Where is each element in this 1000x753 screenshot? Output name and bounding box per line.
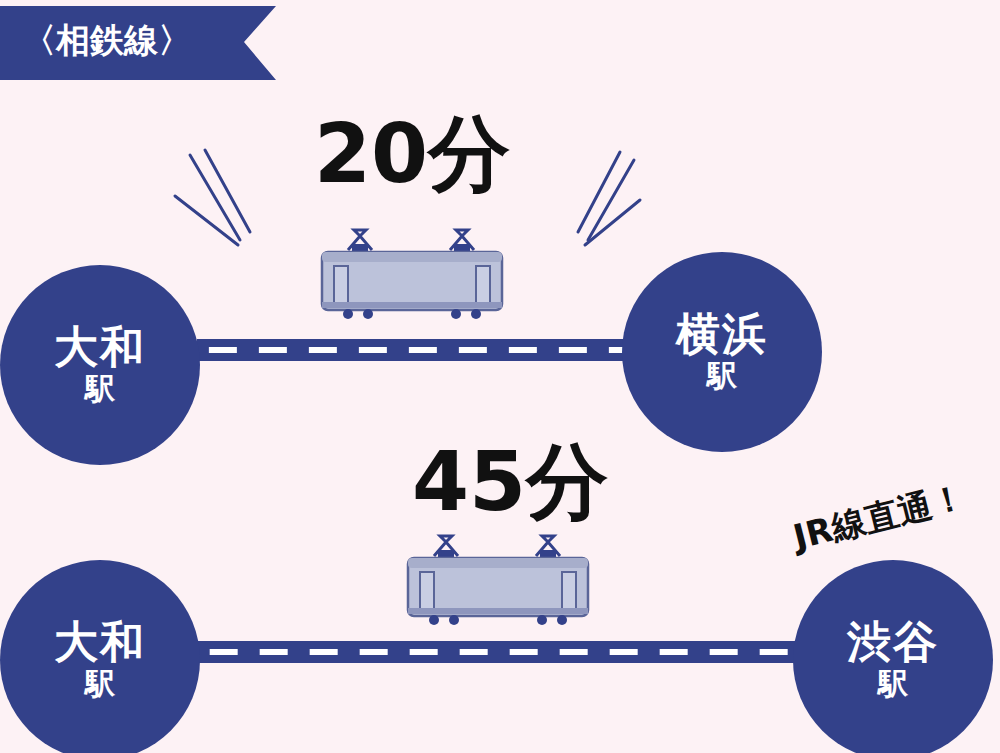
station-suffix: 駅: [85, 371, 115, 407]
track-dashes: [198, 649, 796, 655]
station-name: 横浜: [676, 310, 768, 358]
track-bed: [197, 339, 624, 361]
station-suffix: 駅: [85, 666, 115, 702]
station-circle: 渋谷駅: [793, 560, 993, 753]
title-banner: [0, 6, 276, 80]
station-circle: 大和駅: [0, 265, 200, 465]
station-circle: 横浜駅: [622, 252, 822, 452]
station-name: 渋谷: [847, 618, 939, 666]
station-name: 大和: [54, 618, 146, 666]
title-text: 〈相鉄線〉: [22, 18, 192, 64]
station-name: 大和: [54, 323, 146, 371]
rail-track: [198, 652, 796, 653]
track-dashes: [197, 347, 624, 353]
travel-time: 20分: [314, 100, 510, 210]
note-text: JR線直通！: [789, 474, 970, 561]
train-illustration: [322, 230, 502, 319]
track-bed: [198, 641, 796, 663]
station-circle: 大和駅: [0, 560, 200, 753]
travel-time: 45分: [412, 428, 608, 538]
station-suffix: 駅: [878, 666, 908, 702]
station-suffix: 駅: [707, 358, 737, 394]
train-illustration: [408, 536, 588, 625]
rail-track: [197, 350, 624, 351]
